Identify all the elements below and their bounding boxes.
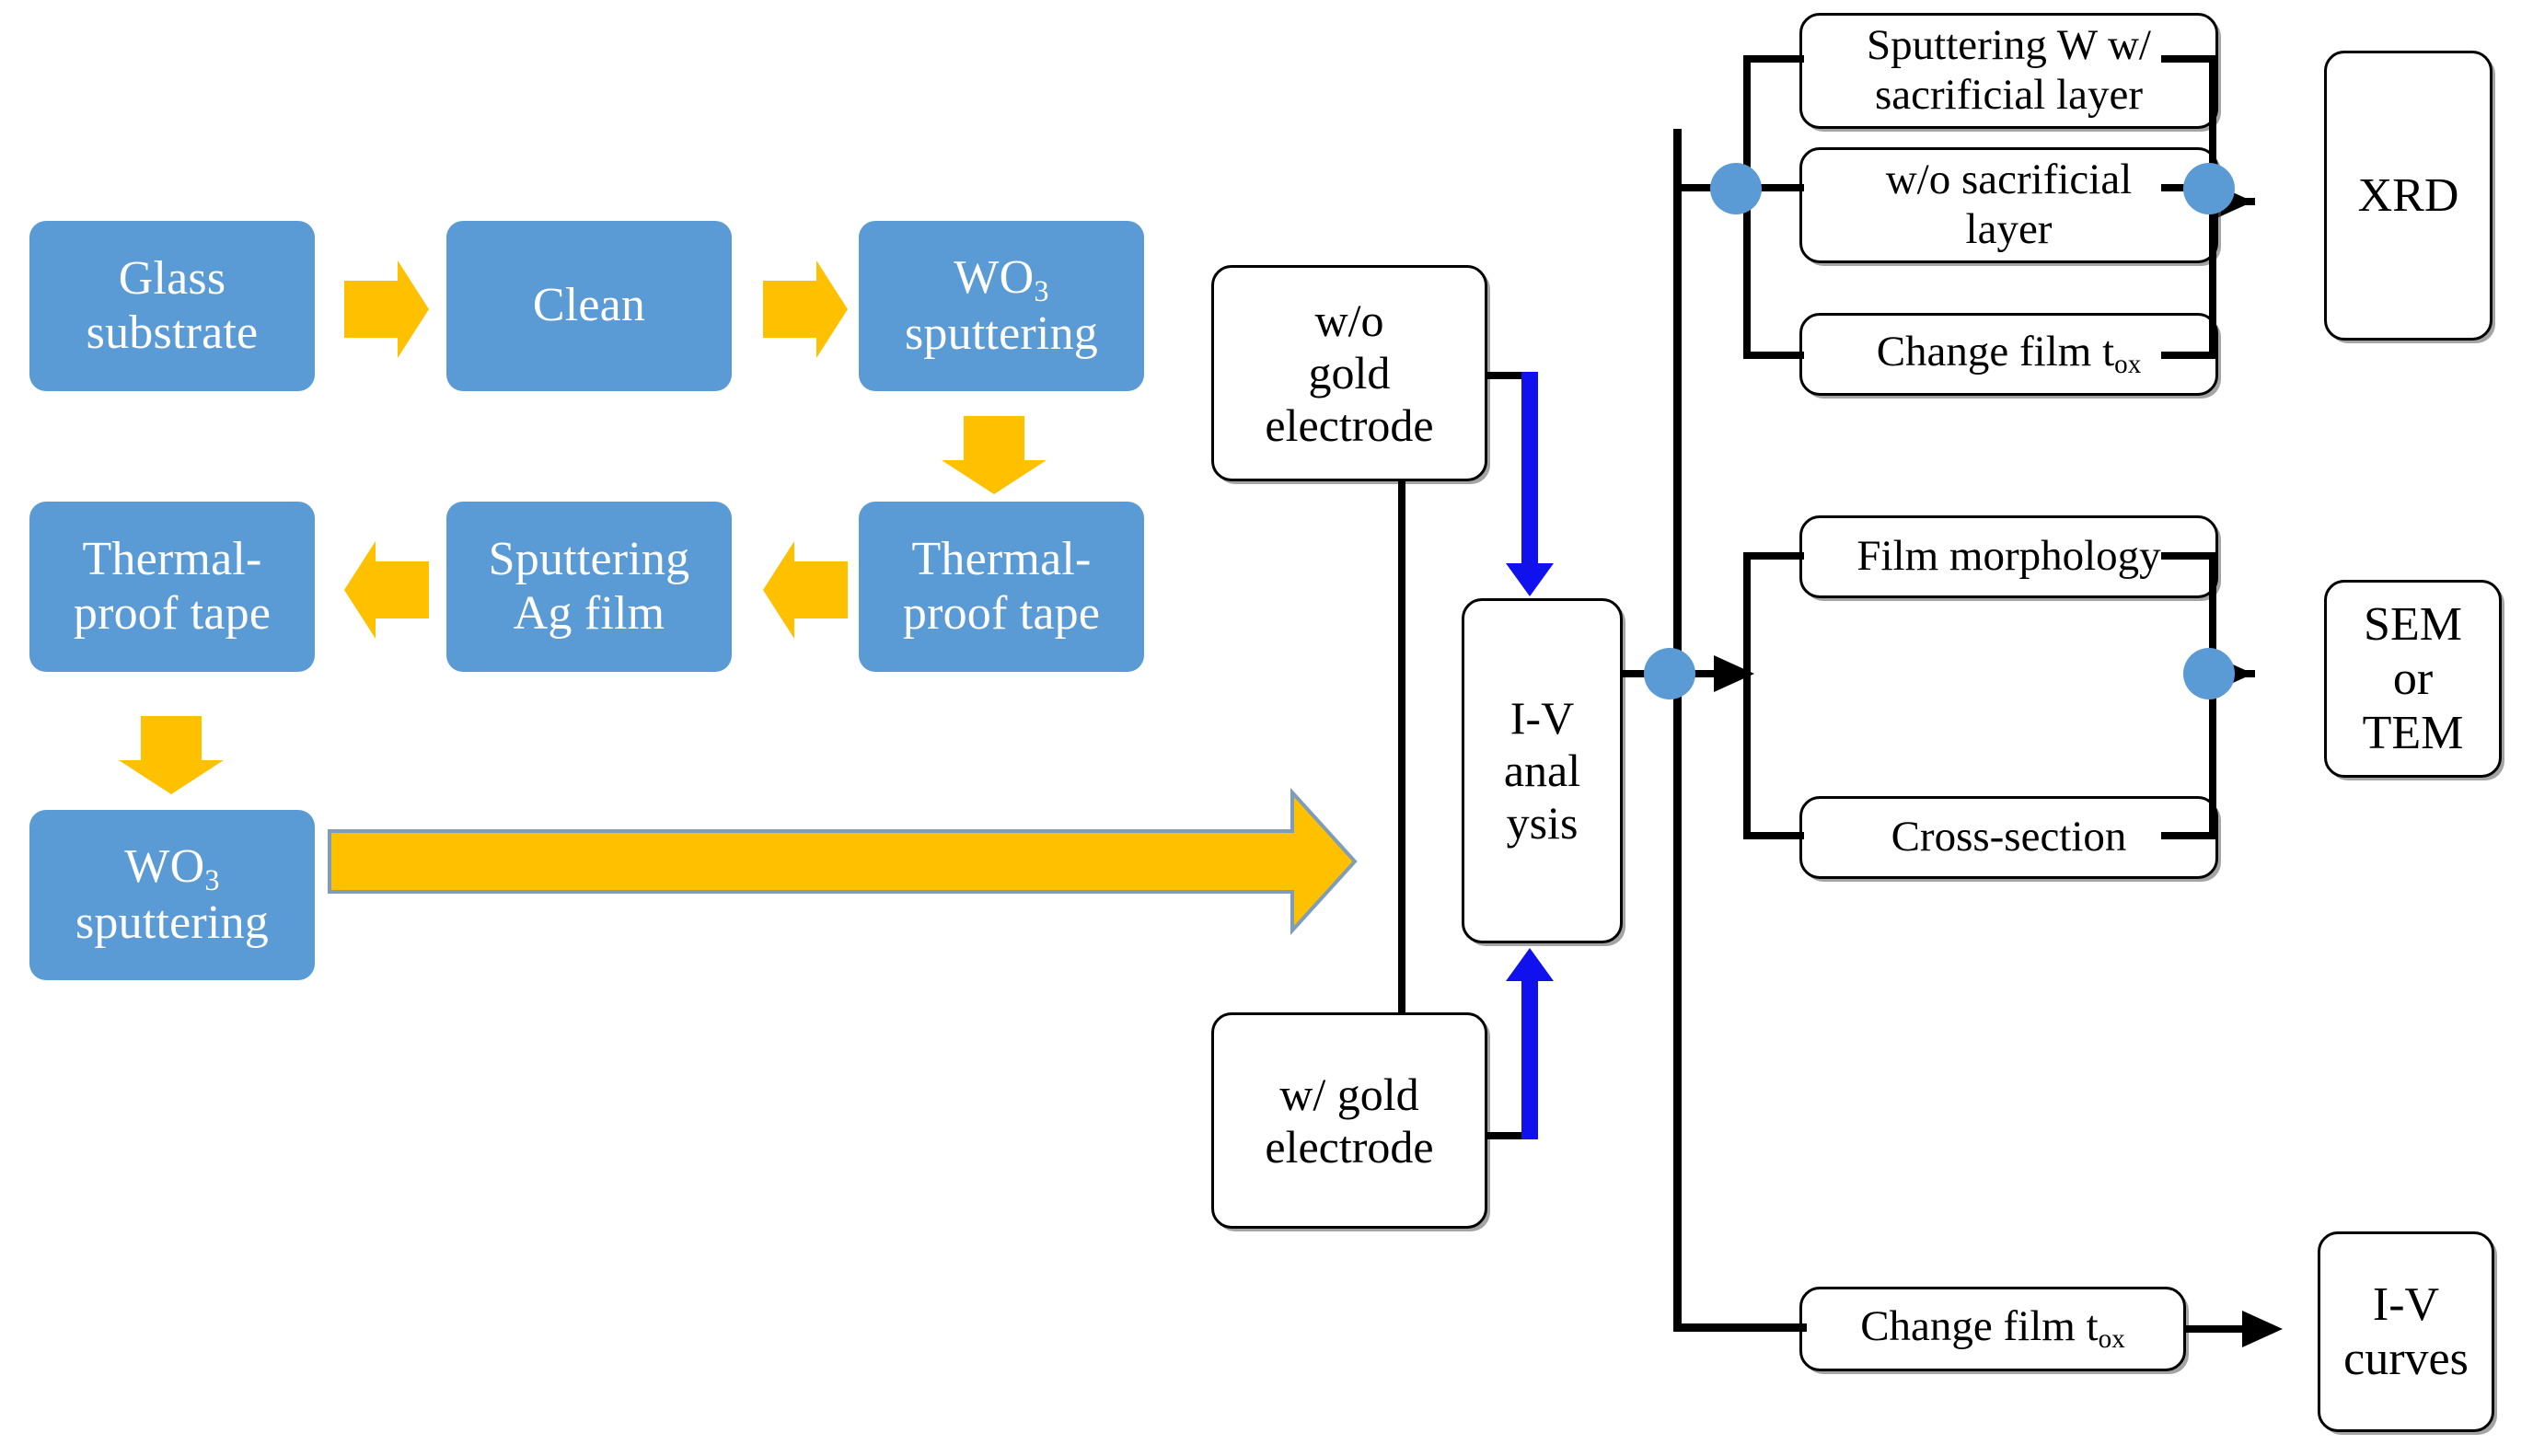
connector-xrd-right-stub-1 — [2161, 55, 2216, 63]
arrow-glass-to-clean-icon — [344, 260, 429, 358]
process-box-glass-substrate[interactable]: Glass substrate — [29, 221, 315, 391]
connector-main-node-to-sem-bracket — [1694, 670, 1749, 677]
connector-trunk-to-iv-branch — [1673, 1323, 1807, 1332]
wo-gold-electrode-line3: electrode — [1265, 399, 1434, 451]
sputtering-w-sacrificial-line1: Sputtering W w/ — [1867, 21, 2151, 70]
iv-analysis-line3: ysis — [1506, 797, 1579, 849]
junction-node-xrd-left[interactable] — [1710, 163, 1762, 214]
iv-curves-line2: curves — [2343, 1333, 2469, 1385]
arrow-tape2-to-wo3b-icon — [119, 716, 224, 794]
change-film-tox-xrd-label: Change film t — [1876, 328, 2115, 376]
arrow-wo3-to-tape-icon — [942, 416, 1047, 494]
box-wo-gold-electrode[interactable]: w/o gold electrode — [1211, 265, 1487, 481]
connector-main-trunk-vertical — [1673, 129, 1682, 1331]
connector-xrd-bracket-stub-2 — [1743, 184, 1804, 191]
process-box-thermal-proof-tape-2[interactable]: Thermal- proof tape — [29, 502, 315, 672]
film-morphology-label: Film morphology — [1856, 532, 2161, 581]
box-cross-section[interactable]: Cross-section — [1799, 796, 2218, 879]
wo3-sputtering-2-line1: WO — [124, 839, 205, 893]
thermal-proof-tape-1-line1: Thermal- — [911, 533, 1092, 586]
arrow-clean-to-wo3-icon — [763, 260, 848, 358]
box-w-gold-electrode[interactable]: w/ gold electrode — [1211, 1012, 1487, 1229]
wo-gold-electrode-line1: w/o — [1314, 295, 1384, 346]
connector-sem-bracket-stub-bottom — [1743, 832, 1804, 839]
sputtering-ag-film-line2: Ag film — [513, 586, 665, 640]
sputtering-w-sacrificial-line2: sacrificial layer — [1875, 71, 2143, 119]
w-gold-electrode-line1: w/ gold — [1279, 1068, 1419, 1120]
box-sem-or-tem-result[interactable]: SEM or TEM — [2324, 580, 2502, 778]
connector-wo-gold-to-blue-right — [1487, 372, 1535, 379]
box-wo-sacrificial-layer[interactable]: w/o sacrificial layer — [1799, 147, 2218, 263]
connector-sem-bracket-stub-top — [1743, 552, 1804, 560]
glass-substrate-line2: substrate — [86, 306, 259, 359]
process-box-thermal-proof-tape-1[interactable]: Thermal- proof tape — [859, 502, 1144, 672]
junction-node-xrd-right[interactable] — [2183, 163, 2235, 214]
or-label: or — [2392, 652, 2434, 705]
wo-sacrificial-layer-line1: w/o sacrificial — [1885, 156, 2133, 204]
connector-xrd-right-stub-3 — [2161, 352, 2216, 359]
change-film-tox-iv-sub: ox — [2098, 1324, 2125, 1355]
box-film-morphology[interactable]: Film morphology — [1799, 515, 2218, 598]
connector-electrodes-vertical — [1398, 481, 1405, 1015]
process-box-sputtering-ag-film[interactable]: Sputtering Ag film — [446, 502, 732, 672]
wo-gold-electrode-line2: gold — [1308, 347, 1391, 399]
wo3-sputtering-2-sub: 3 — [204, 862, 220, 896]
change-film-tox-iv-label: Change film t — [1860, 1302, 2099, 1351]
box-change-film-tox-xrd[interactable]: Change film tox — [1799, 313, 2218, 396]
wo3-sputtering-1-line1: WO — [954, 250, 1035, 304]
connector-xrd-bracket-stub-1 — [1743, 55, 1804, 63]
box-sputtering-w-sacrificial[interactable]: Sputtering W w/ sacrificial layer — [1799, 13, 2218, 129]
sem-label: SEM — [2364, 597, 2462, 651]
connector-sem-right-stub-bottom — [2161, 832, 2216, 839]
arrow-tape-to-ag-icon — [344, 541, 429, 639]
change-film-tox-xrd-sub: ox — [2114, 350, 2142, 380]
box-xrd-result[interactable]: XRD — [2324, 51, 2493, 341]
box-change-film-tox-iv[interactable]: Change film tox — [1799, 1287, 2186, 1371]
connector-tox-to-iv-curves — [2186, 1325, 2246, 1333]
process-box-clean[interactable]: Clean — [446, 221, 732, 391]
box-iv-analysis[interactable]: I-V anal ysis — [1462, 598, 1623, 943]
sputtering-ag-film-line1: Sputtering — [488, 533, 690, 586]
process-box-wo3-sputtering-2[interactable]: WO3 sputtering — [29, 810, 315, 980]
connector-xrd-node-to-result — [2209, 198, 2255, 205]
cross-section-label: Cross-section — [1891, 813, 2127, 861]
junction-node-main-split[interactable] — [1644, 648, 1695, 699]
arrowhead-into-iv-curves — [2242, 1311, 2283, 1347]
connector-xrd-bracket-stub-3 — [1743, 352, 1804, 359]
connector-sem-bracket-vertical — [1743, 552, 1751, 839]
process-box-wo3-sputtering-1[interactable]: WO3 sputtering — [859, 221, 1144, 391]
wo3-sputtering-1-sub: 3 — [1034, 273, 1049, 307]
iv-analysis-line1: I-V — [1509, 692, 1575, 744]
glass-substrate-line1: Glass — [118, 252, 226, 306]
wo3-sputtering-2-line2: sputtering — [75, 896, 269, 949]
box-iv-curves-result[interactable]: I-V curves — [2318, 1231, 2494, 1432]
wo-sacrificial-layer-line2: layer — [1965, 205, 2053, 253]
connector-blue-up-shaft — [1521, 972, 1538, 1139]
iv-analysis-line2: anal — [1503, 745, 1581, 796]
wo3-sputtering-1-line2: sputtering — [905, 306, 1098, 360]
thermal-proof-tape-1-line2: proof tape — [902, 586, 1101, 640]
tem-label: TEM — [2362, 707, 2464, 760]
thermal-proof-tape-2-line1: Thermal- — [82, 533, 262, 586]
connector-blue-down-shaft — [1521, 372, 1538, 571]
junction-node-sem-right[interactable] — [2183, 648, 2235, 699]
arrow-wo3b-to-measurement-icon — [328, 787, 1358, 936]
arrow-ag-to-tape2-icon — [763, 541, 848, 639]
connector-sem-right-stub-top — [2161, 552, 2216, 560]
thermal-proof-tape-2-line2: proof tape — [73, 586, 272, 640]
connector-w-gold-to-blue-right — [1487, 1132, 1535, 1139]
w-gold-electrode-line2: electrode — [1265, 1120, 1434, 1173]
xrd-label: XRD — [2357, 168, 2459, 222]
clean-label: Clean — [532, 279, 646, 332]
iv-curves-line1: I-V — [2372, 1277, 2440, 1331]
